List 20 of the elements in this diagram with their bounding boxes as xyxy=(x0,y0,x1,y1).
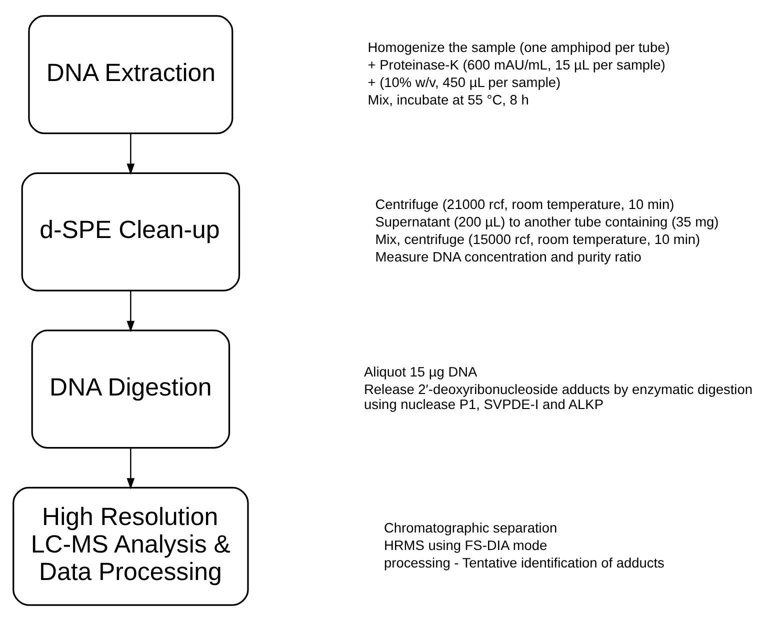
node-label: Chromatographic separation xyxy=(384,520,558,536)
node-label: HRMS using FS-DIA mode xyxy=(384,538,548,553)
node-label: + Proteinase-K (600 mAU/mL, 15 µL per sample) xyxy=(368,57,666,72)
arrow xyxy=(126,290,135,332)
node-box: d-SPE Clean-up xyxy=(21,172,240,292)
node-label: Release 2′-deoxyribonucleoside adducts by enzymatic digestion using nuclease P1, SVPDE-I and ALKP xyxy=(364,382,752,412)
arrow xyxy=(126,134,135,175)
node-label: Homogenize the sample (one amphipod per tube) xyxy=(368,40,670,55)
node-box: High Resolution LC-MS Analysis & Data Processing xyxy=(12,486,249,606)
node-box: DNA Digestion xyxy=(31,330,230,449)
node-label: Mix, incubate at 55 °C, 8 h xyxy=(368,92,529,108)
node-label: Centrifuge (21000 rcf, room temperature, 10 min) xyxy=(375,197,674,212)
node-label: Aliquot 15 µg DNA xyxy=(364,364,478,380)
arrow xyxy=(126,448,135,490)
node-label: Supernatant (200 µL) to another tube containing (35 mg) xyxy=(375,214,719,230)
node-label: + (10% w/v, 450 µL per sample) xyxy=(368,74,561,90)
node-label: Measure DNA concentration and purity ratio xyxy=(375,250,642,265)
node-label: Mix, centrifuge (15000 rcf, room temperature, 10 min) xyxy=(375,232,700,248)
node-box: DNA Extraction xyxy=(28,15,234,134)
node-label: processing - Tentative identification of adducts xyxy=(384,555,664,570)
